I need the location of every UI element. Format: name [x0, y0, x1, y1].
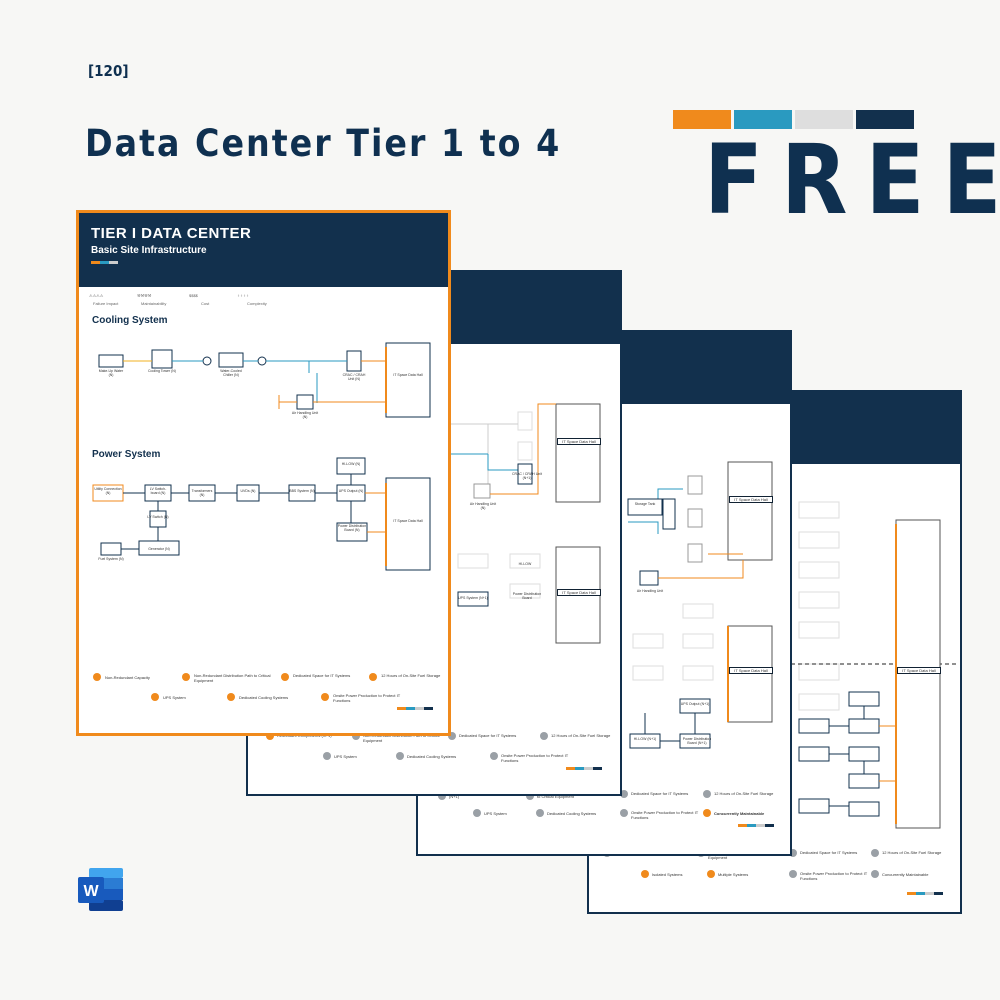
tier3-feature: Dedicated Cooling Systems [547, 811, 597, 816]
tier3-node: HI-LOW (N+1) [633, 737, 657, 741]
tier4-footer-bars [907, 892, 943, 895]
tier2-feature: Onsite Power Production to Protect IT Fu… [501, 753, 569, 763]
color-bar-navy [856, 110, 914, 129]
tier4-feature: Multiple Systems [718, 872, 749, 877]
check-icon [321, 693, 329, 701]
check-icon [93, 673, 101, 681]
tier4-feature: 12 Hours of On-Site Fuel Storage [882, 850, 942, 855]
tier2-footer-bars [566, 767, 602, 770]
feature-item: Non-Redundant Capacity [105, 675, 150, 680]
power-node: LV Switch (N) [147, 515, 169, 519]
svg-text:W: W [83, 883, 99, 900]
free-label: FREE [704, 124, 1000, 236]
feature-item: UPS System [163, 695, 186, 700]
tier3-hall-label-2: IT Space Data Hall [729, 667, 773, 674]
tier4-feature: Dedicated Space for IT Systems [800, 850, 858, 855]
tier3-node: UPS Output (N+1) [680, 702, 710, 706]
cooling-node: Air Handling Unit (N) [291, 411, 319, 419]
tier4-feature: Concurrently Maintainable [882, 872, 929, 877]
power-node: HI-LOW (N) [341, 462, 361, 466]
power-node: UVDs (N) [240, 489, 256, 493]
check-icon [281, 673, 289, 681]
legend-cost: Cost [201, 301, 210, 306]
feature-item: 12 Hours of On-Site Fuel Storage [381, 673, 441, 678]
tier3-feature: 12 Hours of On-Site Fuel Storage [714, 791, 774, 796]
tier4-feature: Onsite Power Production to Protect IT Fu… [800, 871, 868, 881]
power-node: Utility Connection (N) [94, 487, 122, 495]
tier2-node: Power Distribution Board [512, 592, 542, 600]
tier1-diagram [92, 342, 431, 571]
tier2-hall-label: IT Space Data Hall [557, 438, 601, 445]
tier3-feature: Dedicated Space for IT Systems [631, 791, 689, 796]
power-node: LV Switch-board (N) [149, 487, 167, 495]
tier1-sheet-header: TIER I DATA CENTER Basic Site Infrastruc… [79, 213, 448, 287]
feature-item: Non-Redundant Distribution Path to Criti… [194, 673, 271, 683]
power-node: Generator (N) [148, 547, 170, 551]
tier4-hall-label: IT Space Data Hall [897, 667, 941, 674]
cooling-heading: Cooling System [92, 315, 168, 326]
tier2-node: UPS System (N+1) [458, 596, 488, 600]
color-bar-blue [734, 110, 792, 129]
power-node: Fuel System (N) [98, 557, 124, 561]
tier3-feature: (N+1) [449, 794, 460, 799]
legend-failure-impact: Failure Impact [93, 301, 119, 306]
tier3-footer-bars [738, 824, 774, 827]
wrench-icon: ⚒⚒⚒⚒ [137, 293, 152, 298]
tier3-diagram [627, 461, 773, 749]
tier1-header-bars [91, 261, 127, 264]
warning-icon: ⚠⚠⚠⚠ [89, 293, 104, 298]
tier2-feature: Dedicated Cooling Systems [407, 754, 457, 759]
cooling-node: CRAC / CRAH Unit (N) [342, 373, 366, 381]
cooling-node: IT Space Data Hall [393, 373, 423, 377]
tier3-feature: Onsite Power Production to Protect IT Fu… [631, 810, 699, 820]
color-bar-grey [795, 110, 853, 129]
power-node: Power Distribution Board (N) [337, 524, 367, 532]
legend-complexity: Complexity [247, 301, 267, 306]
color-bar-orange [673, 110, 731, 129]
tier1-footer-bars [397, 707, 433, 710]
tier3-feature: to Critical Equipment [537, 794, 574, 799]
power-node: IT Space Data Hall [393, 519, 423, 523]
power-heading: Power System [92, 449, 161, 460]
tier2-feature: Dedicated Space for IT Systems [459, 733, 517, 738]
tier3-node: Storage Tank [634, 502, 656, 506]
page-title: Data Center Tier 1 to 4 [85, 122, 562, 165]
legend-maintainability: Maintainability [141, 301, 167, 306]
tier1-title: TIER I DATA CENTER [91, 225, 252, 242]
tier4-feature: Isolated Systems [652, 872, 683, 877]
microsoft-word-icon: W [78, 868, 123, 911]
tier1-sheet[interactable]: TIER I DATA CENTER Basic Site Infrastruc… [76, 210, 451, 736]
feature-item: Onsite Power Production to Protect IT Fu… [333, 693, 401, 703]
bulb-icon: ♀♀♀♀ [237, 293, 249, 298]
check-icon [182, 673, 190, 681]
tier2-node: HI-LOW [518, 562, 532, 566]
cooling-node: Cooling Tower (N) [148, 369, 176, 373]
tier2-feature: UPS System [334, 754, 357, 759]
check-icon [151, 693, 159, 701]
tier3-node: Air Handling Unit [636, 589, 664, 593]
tier3-hall-label: IT Space Data Hall [729, 496, 773, 503]
power-node: Transformers (N) [191, 489, 213, 497]
cooling-node: Make-Up Water (N) [98, 369, 124, 377]
tier3-feature: Concurrently Maintainable [714, 811, 765, 816]
check-icon [369, 673, 377, 681]
tier2-diagram [447, 403, 601, 644]
tier2-feature: 12 Hours of On-Site Fuel Storage [551, 733, 611, 738]
power-node: BBS System (N) [289, 489, 315, 493]
tier3-node: Power Distribution Board (N+1) [682, 737, 712, 745]
tier2-node: CRAC / CRAH Unit (N+1) [512, 472, 542, 480]
check-icon [227, 693, 235, 701]
cooling-node: Water-Cooled Chiller (N) [220, 369, 242, 377]
item-number-badge: [120] [88, 62, 129, 80]
tier2-hall-label-2: IT Space Data Hall [557, 589, 601, 596]
tier2-node: Air Handling Unit (N) [469, 502, 497, 510]
feature-item: Dedicated Space for IT Systems [293, 673, 351, 678]
tier3-feature: UPS System [484, 811, 507, 816]
feature-item: Dedicated Cooling Systems [239, 695, 289, 700]
power-node: UPS Output (N) [338, 489, 364, 493]
cost-icon: $$$$ [189, 293, 198, 298]
tier1-subtitle: Basic Site Infrastructure [91, 245, 207, 256]
